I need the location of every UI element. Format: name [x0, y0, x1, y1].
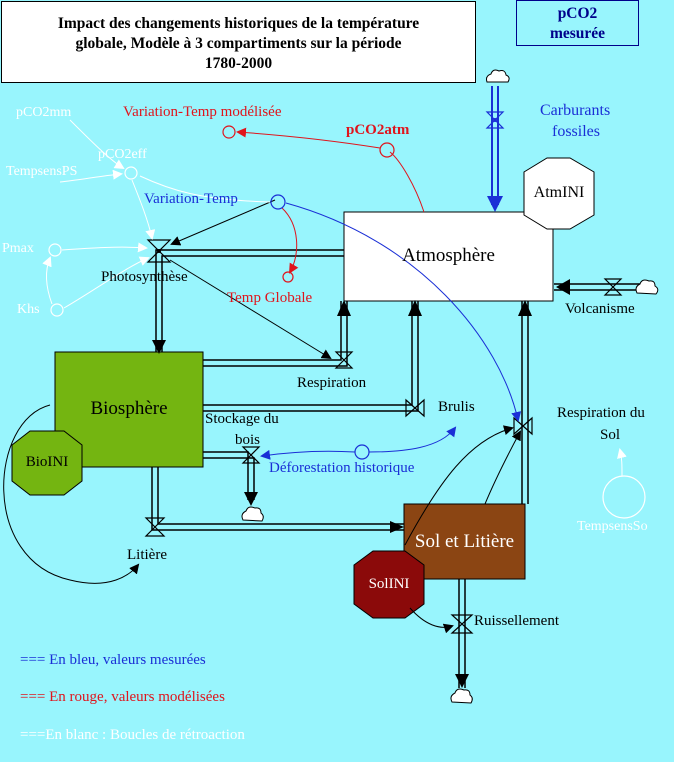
pmax-label: Pmax [2, 241, 34, 256]
pmax-node [48, 243, 62, 257]
atmosphere-label: Atmosphère [402, 245, 495, 266]
pco2eff-label: pCO2eff [98, 147, 147, 162]
solini-label: SolINI [368, 576, 410, 592]
khs-label: Khs [17, 302, 40, 317]
title-line-3: 1780-2000 [204, 55, 273, 72]
title-line-2: globale, Modèle à 3 compartiments sur la… [75, 35, 402, 52]
atmini-label: AtmINI [533, 184, 585, 201]
brulis-pipe [203, 301, 419, 412]
tempsens-so-node [602, 475, 646, 519]
stockage-label-2: bois [235, 432, 261, 448]
temp-globale-label: Temp Globale [227, 290, 313, 306]
litiere-label: Litière [127, 547, 167, 563]
temp-globale-node [282, 271, 294, 283]
cloud-icon [486, 69, 510, 83]
legend-red: === En rouge, valeurs modélisées [20, 689, 225, 705]
deforestation-node [354, 444, 370, 460]
bioini-hexagon [11, 430, 83, 496]
pco2-measured-line1: pCO2 [557, 5, 598, 22]
solini-hexagon [353, 550, 425, 619]
brulis-label: Brulis [438, 399, 475, 415]
respiration-pipe [203, 301, 348, 367]
cloud-icon [635, 279, 659, 295]
pco2-measured-box: pCO2 mesurée [516, 0, 639, 46]
variation-temp-modelisee-label: Variation-Temp modélisée [123, 104, 282, 120]
photosynthese-label: Photosynthèse [101, 269, 188, 285]
volcanisme-label: Volcanisme [565, 301, 635, 317]
respiration-sol-label-2: Sol [600, 427, 621, 443]
deforestation-label: Déforestation historique [269, 460, 415, 476]
cloud-icon [241, 506, 264, 522]
tempsens-so-label: TempsensSo [577, 519, 648, 534]
pco2mm-label: pCO2mm [16, 105, 72, 120]
respiration-sol-label-1: Respiration du [557, 405, 645, 421]
pco2-measured-line2: mesurée [549, 25, 606, 42]
stockage-label-1: Stockage du [205, 411, 279, 427]
diagram-title: Impact des changements historiques de la… [1, 1, 476, 83]
legend-white: ===En blanc : Boucles de rétroaction [20, 727, 245, 743]
respiration-label: Respiration [297, 375, 367, 391]
carburants-label-1: Carburants [540, 102, 611, 119]
legend-blue: === En bleu, valeurs mesurées [20, 652, 206, 668]
carburants-label-2: fossiles [552, 123, 600, 140]
title-line-1: Impact des changements historiques de la… [57, 15, 420, 32]
variation-temp-node [270, 194, 286, 210]
variation-temp-modelisee-node [222, 125, 236, 139]
bioini-label: BioINI [25, 454, 69, 470]
photosynthese-pipe [155, 249, 344, 352]
biosphere-label: Biosphère [90, 398, 168, 419]
cloud-icon [450, 688, 473, 704]
pco2eff-node [124, 166, 138, 180]
atmini-hexagon [523, 157, 595, 230]
variation-temp-label: Variation-Temp [144, 191, 238, 207]
ruissellement-label: Ruissellement [474, 613, 559, 629]
pco2atm-label: pCO2atm [346, 122, 410, 138]
tempsens-ps-label: TempsensPS [6, 164, 78, 179]
respiration-sol-pipe [521, 301, 529, 504]
khs-node [50, 303, 64, 317]
pco2atm-node [379, 142, 395, 158]
sol-label: Sol et Litière [414, 531, 515, 552]
carburants-pipe [491, 86, 499, 205]
atmosphere-stock [343, 211, 554, 302]
